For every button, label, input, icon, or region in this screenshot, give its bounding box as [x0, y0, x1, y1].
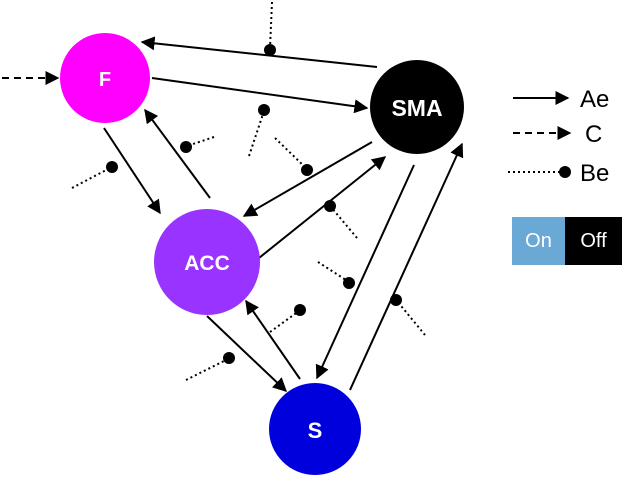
node-acc-label: ACC [184, 252, 230, 275]
dot-head [223, 352, 235, 364]
dotted-line-center-1 [248, 110, 265, 157]
edge-acc-to-f [144, 108, 211, 199]
solid-edges [103, 36, 464, 392]
on-off-toggle[interactable]: On Off [512, 217, 622, 265]
dot-head [343, 277, 355, 289]
toggle-on-button[interactable]: On [512, 217, 565, 265]
dotted-line-bottom-left [185, 358, 229, 381]
dotted-line-center-3 [330, 206, 358, 239]
dotted-line-left [71, 167, 111, 189]
node-sma-label: SMA [391, 95, 442, 121]
dot-head [106, 161, 118, 173]
edge-s-to-sma [349, 142, 464, 391]
edge-sma-to-s [315, 164, 415, 380]
dot-head [324, 200, 336, 212]
dot-head [258, 104, 270, 116]
dotted-line-top [269, 1, 273, 49]
node-s-label: S [308, 418, 323, 443]
legend-dashed-label: C [585, 121, 602, 148]
dotted-modulators [71, 1, 562, 381]
dot-head [294, 304, 306, 316]
dot-head [390, 294, 402, 306]
legend: Ae C Be [513, 86, 609, 187]
dot-head [180, 141, 192, 153]
edge-s-to-acc [245, 299, 301, 380]
dotted-line-center-5 [269, 310, 300, 333]
toggle-off-button[interactable]: Off [565, 217, 622, 265]
dot-head [301, 164, 313, 176]
dotted-line-center-4 [317, 261, 350, 283]
legend-solid-label: Ae [580, 86, 609, 113]
edge-f-to-acc [103, 127, 161, 215]
legend-dotted-label: Be [580, 160, 609, 187]
dot-head [264, 44, 276, 56]
node-sma[interactable] [370, 60, 464, 154]
dotted-line-right [396, 300, 426, 336]
node-f-label: F [99, 69, 111, 91]
node-f[interactable] [60, 33, 150, 123]
edge-acc-to-sma [258, 156, 387, 259]
dot-head [559, 166, 571, 178]
edge-sma-to-f [140, 36, 378, 68]
edge-sma-to-acc [242, 141, 373, 217]
dotted-line-center-2 [274, 137, 308, 170]
edge-f-to-sma [151, 77, 369, 114]
edge-acc-to-s [206, 315, 288, 392]
node-s[interactable] [269, 383, 361, 475]
node-acc[interactable] [154, 209, 260, 315]
dotted-heads [106, 44, 571, 364]
